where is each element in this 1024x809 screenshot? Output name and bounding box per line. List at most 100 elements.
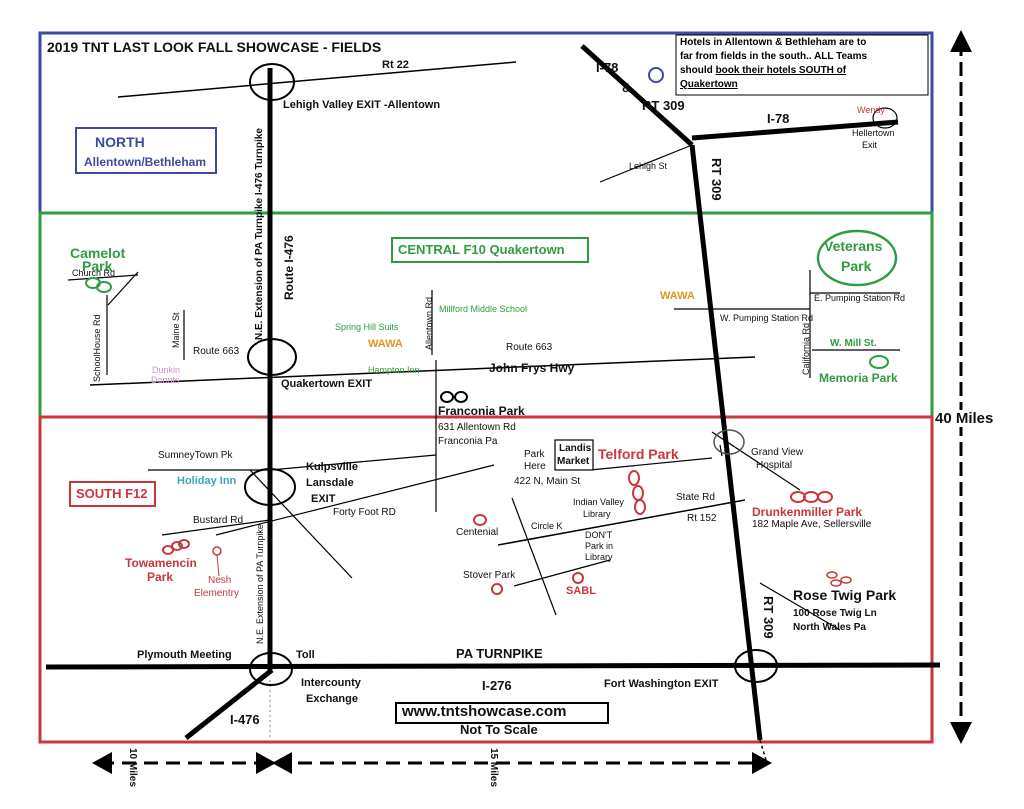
- landis-box: [554, 439, 594, 471]
- sumneytown-label: SumneyTown Pk: [158, 450, 233, 461]
- central-label-box: [391, 237, 589, 263]
- pa-turnpike-line: [45, 662, 941, 670]
- forty-miles-arrow-top: [950, 30, 972, 52]
- veterans-label: Veterans: [824, 238, 883, 254]
- bustard-label: Bustard Rd: [193, 515, 244, 526]
- grand-view-circle: [713, 429, 745, 455]
- drunkenmiller-label: Drunkenmiller Park: [752, 505, 863, 519]
- church-rd-label: Church Rd: [72, 268, 116, 278]
- south-label-box: [69, 481, 156, 507]
- scale-arrow-mid-right: [272, 752, 292, 774]
- maine-st-label: Maine St: [171, 312, 181, 348]
- rt152-label: Rt 152: [687, 513, 717, 524]
- grand-view-line: [711, 431, 801, 491]
- hotel-note-line1: Hotels in Allentown & Bethleham are to: [680, 37, 867, 48]
- centenial-marker: [473, 514, 487, 526]
- fifteen-miles-label: 15 Miles: [488, 748, 499, 787]
- rose-twig-marker-2: [840, 576, 852, 584]
- towamencin-label-b: Park: [147, 570, 174, 584]
- i78-label-a: I-78: [596, 60, 619, 75]
- grand-view-label-a: Grand View: [751, 447, 804, 458]
- scale-note: Not To Scale: [460, 722, 538, 737]
- grand-view-label-b: Hospital: [756, 460, 793, 471]
- centenial-label: Centenial: [456, 527, 499, 538]
- i476-south-line: [184, 668, 274, 740]
- iv-library-label-b: Library: [583, 509, 611, 519]
- forty-miles-label: 40 Miles: [935, 410, 994, 427]
- rt22-line: [117, 61, 517, 98]
- central-label: CENTRAL F10 Quakertown: [398, 242, 565, 257]
- dont-label-a: DON'T: [585, 530, 613, 540]
- lehigh-st-label: Lehigh St: [629, 161, 668, 171]
- lansdale-label: Lansdale: [306, 477, 354, 489]
- telford-spur-line: [589, 457, 713, 471]
- ten-miles-label: 10 Miles: [127, 748, 138, 787]
- rt22-label: Rt 22: [382, 59, 409, 71]
- memorial-label: Memoria Park: [819, 371, 898, 385]
- nesh-label-a: Nesh: [208, 575, 232, 586]
- millford-label: Millford Middle School: [439, 304, 528, 314]
- dunkin-label-b: Donuts: [151, 375, 180, 385]
- stover-label: Stover Park: [463, 570, 516, 581]
- drunkenmiller-marker-3: [817, 491, 833, 503]
- kulpsville-label: Kulpsville: [306, 461, 358, 473]
- website-link[interactable]: www.tntshowcase.com: [402, 703, 567, 720]
- kl-exit-label: EXIT: [311, 493, 336, 505]
- ne-extension-south-label: N.E. Extension of PA Turnpike: [255, 524, 265, 644]
- exchange-label: Exchange: [306, 693, 358, 705]
- i78-northwest-line: [580, 44, 694, 147]
- hotel-note-line2: far from fields in the south.. ALL Teams: [680, 51, 868, 62]
- i78-marker-circle: [648, 67, 664, 83]
- map-title: 2019 TNT LAST LOOK FALL SHOWCASE - FIELD…: [47, 39, 382, 55]
- route663-label-b: Route 663: [506, 342, 553, 353]
- franconia-marker-2: [454, 391, 468, 403]
- fort-washington-label: Fort Washington EXIT: [604, 678, 719, 690]
- lehigh-exit-label: Lehigh Valley EXIT -Allentown: [283, 99, 441, 111]
- rt309-label-a: RT 309: [642, 98, 685, 113]
- towamencin-marker-2: [171, 541, 183, 551]
- w-mill-label: W. Mill St.: [830, 338, 877, 349]
- memorial-marker: [869, 355, 889, 369]
- hotel-note-line3b: book their hotels SOUTH of: [715, 65, 847, 76]
- rt309-label-b: RT 309: [709, 158, 724, 201]
- spring-hill-label: Spring Hill Suits: [335, 322, 399, 332]
- church-rd-line: [67, 274, 139, 281]
- intercounty-label: Intercounty: [301, 677, 361, 689]
- forty-foot-line: [215, 464, 495, 536]
- w-pumping-label: W. Pumping Station Rd: [720, 313, 814, 323]
- hotel-note-box: [675, 34, 929, 96]
- rose-twig-marker-1: [826, 571, 838, 579]
- kulpsville-road-line: [269, 454, 437, 471]
- camelot-label: Camelot: [70, 245, 126, 261]
- forty-miles-arrow-bottom: [950, 722, 972, 744]
- rt309-line: [689, 144, 763, 741]
- i78-east-line: [691, 119, 899, 141]
- towamencin-marker-3: [178, 539, 190, 549]
- route663-line: [89, 356, 756, 386]
- dont-label-b: Park in: [585, 541, 614, 551]
- e-pumping-label: E. Pumping Station Rd: [814, 293, 906, 303]
- california-label: California Rd: [801, 322, 811, 375]
- john-frys-label: John Frys Hwy: [489, 361, 575, 375]
- franconia-label: Franconia Park: [438, 404, 525, 418]
- rose-addr1: 100 Rose Twig Ln: [793, 608, 877, 619]
- rose-addr2: North Wales Pa: [793, 622, 866, 633]
- wawa-label-a: WAWA: [368, 338, 403, 350]
- nesh-label-b: Elementry: [194, 588, 240, 599]
- veterans-park-label: Park: [841, 258, 872, 274]
- wawa-label-b: WAWA: [660, 290, 695, 302]
- dunkin-label-a: Dunkin: [152, 365, 181, 375]
- nesh-marker: [212, 546, 222, 556]
- hotel-note-line3: should book their hotels SOUTH of: [680, 65, 846, 76]
- ne-extension-label: N.E. Extension of PA Turnpike I-476 Turn…: [254, 128, 265, 340]
- north-label-box: [75, 127, 217, 174]
- amp-label: &: [622, 80, 632, 95]
- lehigh-st-line: [599, 144, 693, 183]
- franconia-addr1: 631 Allentown Rd: [438, 422, 516, 433]
- north-sublabel: Allentown/Bethleham: [84, 155, 207, 169]
- veterans-marker: [816, 229, 898, 287]
- allentown-rd-label: Allentown Rd: [424, 296, 434, 350]
- telford-marker-2: [632, 485, 644, 501]
- quakertown-exit-label: Quakertown EXIT: [281, 378, 373, 390]
